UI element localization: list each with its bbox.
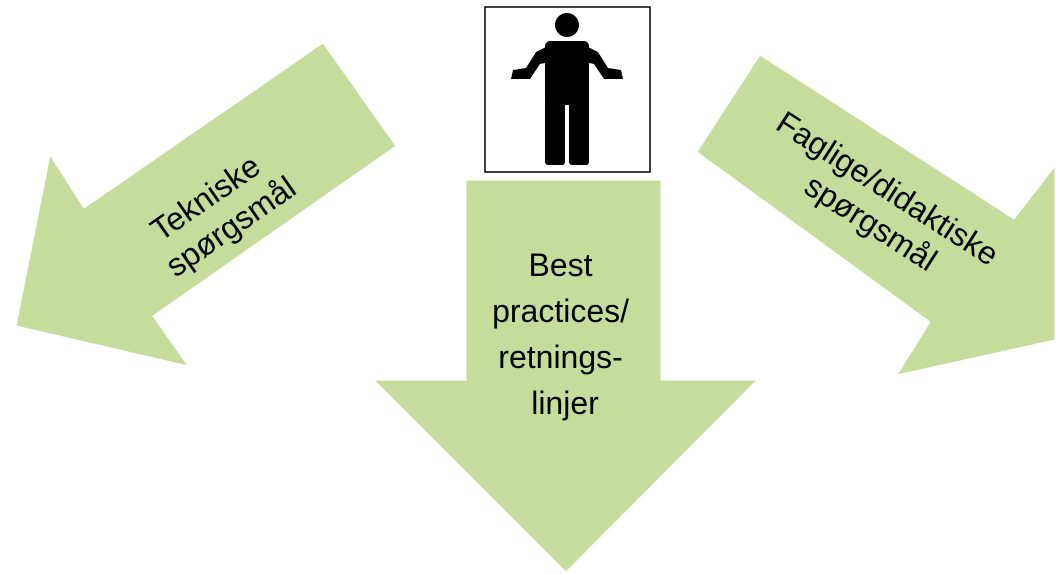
arrow-right-shape — [696, 54, 1056, 376]
arrow-left-shape — [15, 42, 397, 367]
arrow-center: Best practices/ retnings- linjer — [372, 179, 759, 573]
person-shrug-icon — [511, 13, 623, 165]
arrow-center-line3: retnings- — [498, 339, 623, 375]
arrow-center-shape — [372, 179, 759, 573]
arrow-right: Faglige/didaktiske spørgsmål — [696, 54, 1056, 376]
arrow-center-line1: Best — [529, 247, 593, 283]
arrow-left: Tekniske spørgsmål — [15, 42, 397, 367]
arrow-center-line2: practices/ — [492, 293, 629, 329]
arrow-center-label: Best practices/ retnings- linjer — [492, 247, 638, 421]
person-box — [484, 6, 651, 173]
arrow-center-line4: linjer — [531, 385, 599, 421]
